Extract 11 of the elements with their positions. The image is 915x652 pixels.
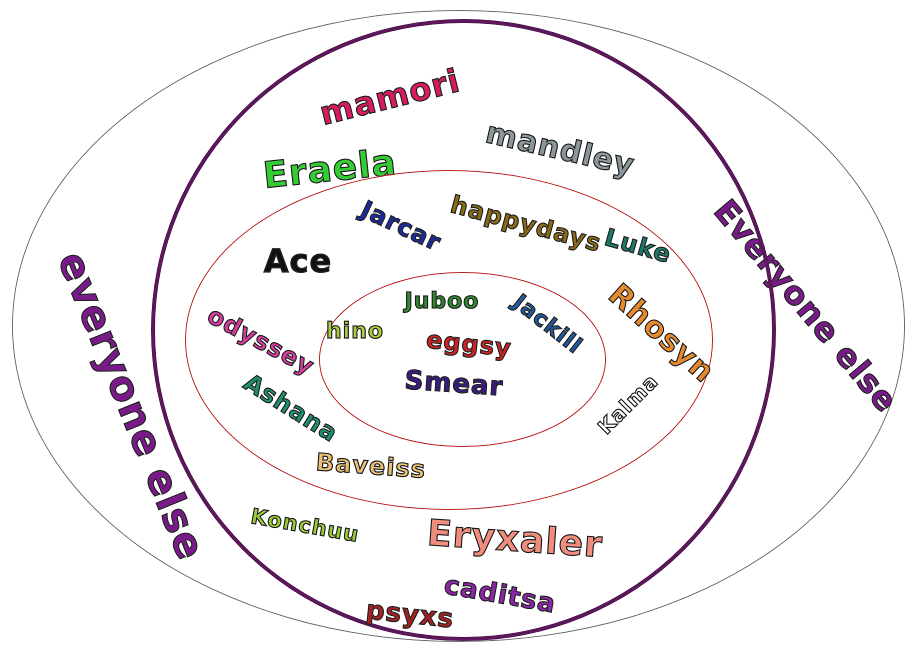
name-label: Eryxaler: [426, 516, 604, 564]
name-label: Baveiss: [315, 450, 427, 482]
name-label: Luke: [602, 225, 674, 267]
name-label: Konchuu: [249, 506, 361, 546]
name-label: Ace: [264, 245, 332, 277]
name-label: Juboo: [404, 291, 480, 313]
name-label: Eraela: [262, 145, 398, 195]
name-label: hino: [326, 321, 384, 343]
name-label: Smear: [404, 368, 504, 400]
ellipse-ring: [12, 10, 905, 642]
name-label: eggsy: [425, 328, 513, 360]
